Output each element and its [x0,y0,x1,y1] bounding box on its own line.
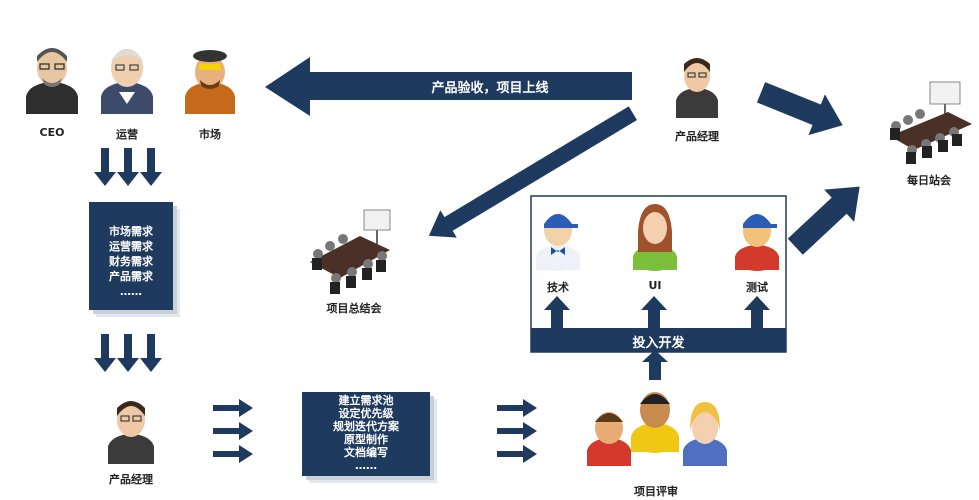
dev-banner [531,328,786,352]
ops-label: 运营 [116,128,138,141]
project-review-group-icon [587,392,727,466]
down-arrows-top [94,148,162,186]
market-label: 市场 [199,128,221,141]
requirement-item: 市场需求 [109,225,153,238]
arrow-launch [428,106,637,238]
planning-item: 规划迭代方案 [333,420,399,433]
pm-bottom-label: 产品经理 [109,473,153,486]
daily-standup-meeting-icon [890,81,972,164]
arrow-to-standup-bottom [787,186,860,255]
project-summary-meeting-icon [310,209,391,294]
down-arrows-middle [94,334,162,372]
tech-avatar-icon [536,214,580,271]
project-summary-label: 项目总结会 [326,302,382,315]
daily-standup-label: 每日站会 [907,174,951,187]
ops-avatar-icon [101,49,153,114]
acceptance-label: 产品验收，项目上线 [431,81,549,96]
pm-top-label: 产品经理 [675,130,719,143]
planning-item: 原型制作 [344,433,388,446]
right-arrows-right [497,399,537,463]
arrow-acceptance [265,57,632,116]
planning-item: 设定优先级 [338,407,394,420]
planning-item: …… [355,459,377,472]
ceo-avatar-icon [26,48,78,114]
planning-box: 建立需求池 设定优先级 规划迭代方案 原型制作 文档编写 …… [302,392,430,476]
requirement-item: …… [120,285,142,298]
requirement-item: 财务需求 [109,255,153,268]
project-review-label: 项目评审 [634,485,678,498]
planning-item: 建立需求池 [338,394,394,407]
requirement-item: 运营需求 [109,240,153,253]
ui-label: UI [648,279,662,292]
dev-banner-label: 投入开发 [632,336,685,351]
up-arrows-team [544,296,770,328]
pm-bottom-avatar-icon [108,401,154,464]
test-avatar-icon [735,214,779,271]
requirement-item: 产品需求 [109,270,153,283]
planning-item: 文档编写 [344,446,388,459]
ui-avatar-icon [633,204,677,271]
pm-top-avatar-icon [676,58,718,118]
test-label: 测试 [746,281,768,294]
ceo-label: CEO [39,126,65,139]
market-avatar-icon [185,50,235,114]
tech-label: 技术 [547,281,569,294]
arrow-to-standup-top [756,82,843,136]
requirements-box: 市场需求 运营需求 财务需求 产品需求 …… [89,202,173,310]
right-arrows-left [213,399,253,463]
up-arrow-review [642,350,668,380]
